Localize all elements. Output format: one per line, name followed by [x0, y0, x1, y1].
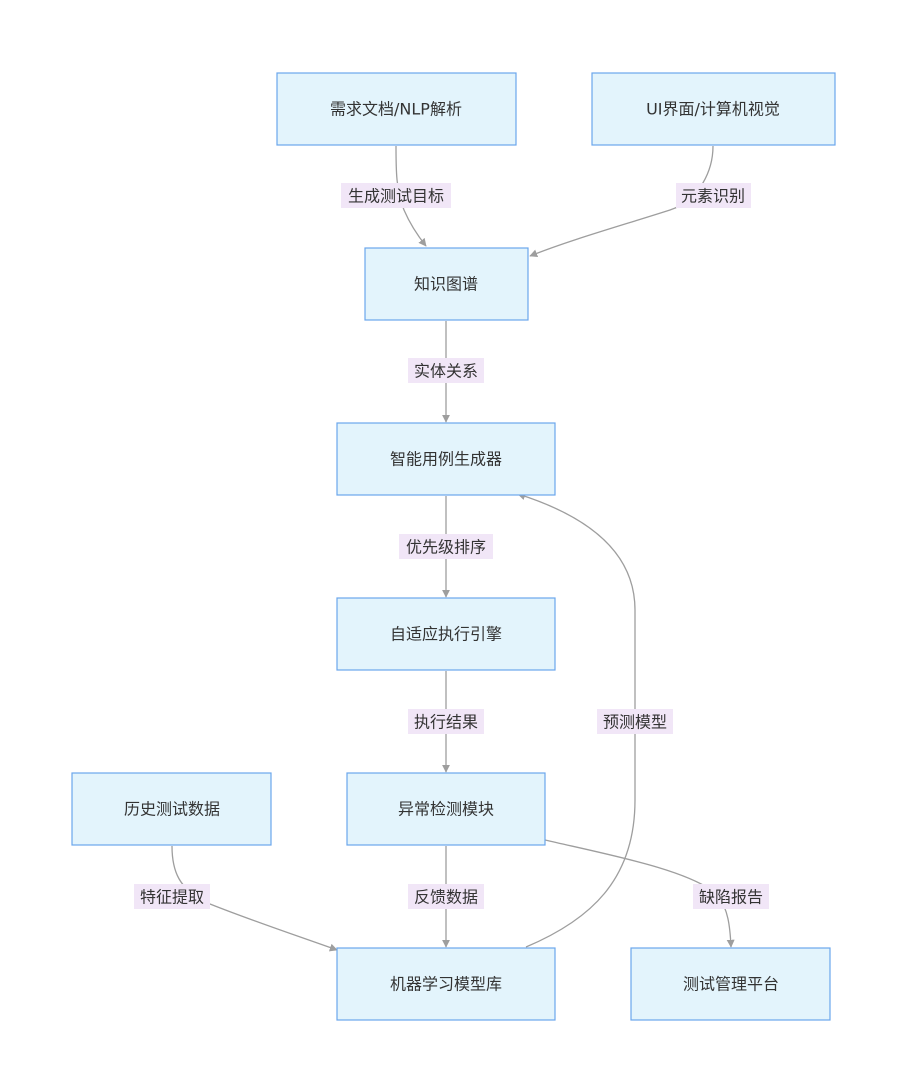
edge-label-text: 执行结果 [414, 713, 478, 732]
node-test-management[interactable]: 测试管理平台 [630, 947, 831, 1021]
edge-label-text: 预测模型 [603, 713, 667, 732]
node-anomaly-detection[interactable]: 异常检测模块 [346, 772, 546, 846]
edge-label-text: 元素识别 [681, 187, 745, 206]
edge-label-exec-to-anomaly: 执行结果 [408, 709, 484, 734]
edge-history-to-ml [171, 845, 338, 952]
edge-label-text: 反馈数据 [414, 888, 478, 907]
edge-label-text: 生成测试目标 [348, 187, 444, 206]
node-label: 智能用例生成器 [390, 450, 502, 469]
edge-label-gen-to-exec: 优先级排序 [399, 534, 493, 559]
node-label: 测试管理平台 [683, 975, 779, 994]
node-label: 需求文档/NLP解析 [330, 100, 462, 119]
node-label: 知识图谱 [414, 275, 478, 294]
edge-req-to-kg [395, 145, 427, 247]
node-label: 历史测试数据 [124, 800, 220, 819]
edge-ui-to-kg [529, 145, 714, 258]
node-label: 机器学习模型库 [390, 975, 502, 994]
edge-label-kg-to-gen: 实体关系 [408, 358, 484, 383]
edge-label-ui-to-kg: 元素识别 [676, 183, 751, 208]
node-knowledge-graph[interactable]: 知识图谱 [364, 247, 529, 321]
edge-label-req-to-kg: 生成测试目标 [341, 183, 451, 208]
node-execution-engine[interactable]: 自适应执行引擎 [336, 597, 556, 671]
edge-ml-to-gen [517, 492, 636, 948]
edge-label-history-to-ml: 特征提取 [134, 884, 210, 909]
edge-label-text: 缺陷报告 [699, 888, 763, 907]
node-requirements-doc[interactable]: 需求文档/NLP解析 [276, 72, 517, 146]
node-label: UI界面/计算机视觉 [646, 100, 780, 119]
edge-label-anomaly-to-mgmt: 缺陷报告 [693, 884, 769, 909]
edge-label-text: 特征提取 [140, 888, 204, 907]
node-case-generator[interactable]: 智能用例生成器 [336, 422, 556, 496]
node-label: 异常检测模块 [398, 800, 494, 819]
node-ui-vision[interactable]: UI界面/计算机视觉 [591, 72, 836, 146]
edge-label-text: 优先级排序 [406, 538, 486, 557]
edge-label-text: 实体关系 [414, 362, 478, 381]
edge-label-anomaly-to-ml: 反馈数据 [408, 884, 484, 909]
node-history-data[interactable]: 历史测试数据 [71, 772, 272, 846]
node-label: 自适应执行引擎 [390, 625, 502, 644]
node-ml-model-library[interactable]: 机器学习模型库 [336, 947, 556, 1021]
edge-label-ml-to-gen: 预测模型 [597, 709, 673, 734]
